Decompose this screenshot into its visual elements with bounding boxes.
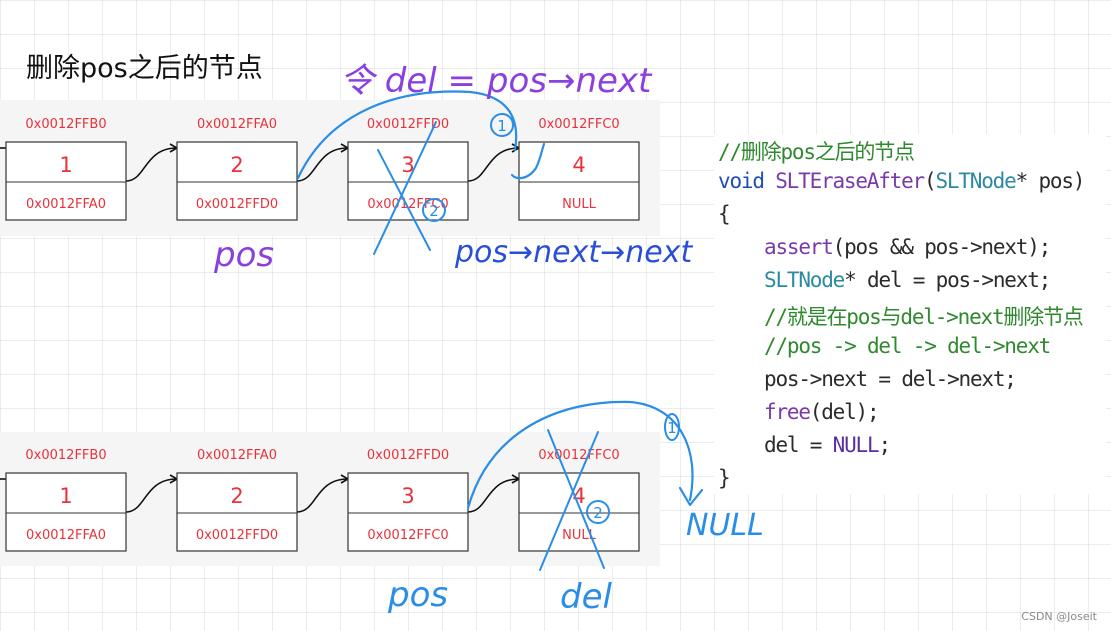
next-pointer-arrow xyxy=(467,147,520,182)
arc-arrow-bottom xyxy=(466,400,694,510)
param-rest: * pos) xyxy=(1015,169,1086,193)
node-next-pointer: 0x0012FFA0 xyxy=(26,528,106,543)
free-args: (del); xyxy=(809,400,880,424)
credit-watermark: CSDN @Joseit xyxy=(1021,610,1097,623)
list-node: 0x0012FFD0 3 0x0012FFC0 xyxy=(347,448,469,552)
null-macro: NULL xyxy=(832,433,880,457)
code-comment-chain: //pos -> del -> del->next xyxy=(764,334,1051,358)
node-value: 3 xyxy=(401,153,414,177)
code-null-assign: del = NULL; xyxy=(764,433,891,457)
node-address: 0x0012FFA0 xyxy=(197,448,277,463)
code-panel: //删除pos之后的节点 void SLTEraseAfter(SLTNode*… xyxy=(714,134,1106,494)
step-two-label-bottom: 2 xyxy=(593,504,603,522)
node-next-pointer: 0x0012FFD0 xyxy=(196,528,278,543)
del-formula: 令 del = pos→next xyxy=(340,61,653,101)
code-assert: assert(pos && pos->next); xyxy=(764,235,1052,259)
node-value: 4 xyxy=(572,484,585,508)
node-address: 0x0012FFD0 xyxy=(367,448,449,463)
list-node: 0x0012FFB0 1 0x0012FFA0 xyxy=(5,117,127,221)
bottom-annotations xyxy=(466,400,704,571)
assert-fn: assert xyxy=(764,235,834,259)
bottom-linked-list: 0x0012FFB010x0012FFA00x0012FFA020x0012FF… xyxy=(0,448,640,552)
node-box xyxy=(5,141,127,221)
del-label-bottom: del xyxy=(560,577,613,617)
code-line-1: //删除pos之后的节点 xyxy=(718,140,915,164)
arrow-tip-bottom xyxy=(678,486,704,507)
next-pointer-arrow xyxy=(296,147,349,182)
cross-line-a-top xyxy=(377,149,431,251)
node-address: 0x0012FFC0 xyxy=(538,117,619,132)
node-address: 0x0012FFC0 xyxy=(538,448,619,463)
pos-label-top: pos xyxy=(213,235,274,275)
node-box xyxy=(518,472,640,552)
step-one-label-bottom: 1 xyxy=(667,419,677,437)
code-del-decl: SLTNode* del = pos->next; xyxy=(764,268,1051,292)
node-next-pointer: NULL xyxy=(562,528,596,543)
list-node: 0x0012FFB0 1 0x0012FFA0 xyxy=(5,448,127,552)
cross-line-a-bottom xyxy=(547,429,605,569)
code-comment-explain: //就是在pos与del->next删除节点 xyxy=(764,305,1084,329)
step-one-circle-bottom xyxy=(664,413,680,441)
node-value: 3 xyxy=(401,484,414,508)
cross-line-b-top xyxy=(373,121,437,255)
node-address: 0x0012FFD0 xyxy=(367,117,449,132)
keyword-void: void xyxy=(718,169,765,193)
step-two-circle-top xyxy=(422,198,446,222)
node-value: 4 xyxy=(572,153,585,177)
param-type: SLTNode xyxy=(935,169,1016,193)
top-linked-list: 0x0012FFB010x0012FFA00x0012FFA020x0012FF… xyxy=(0,117,640,221)
node-value: 1 xyxy=(59,153,72,177)
arrow-tip-top xyxy=(510,142,546,180)
next-next-label: pos→next→next xyxy=(454,235,694,270)
node-box xyxy=(518,141,640,221)
node-address: 0x0012FFB0 xyxy=(25,117,106,132)
node-box xyxy=(176,472,298,552)
del-decl-rest: * del = pos->next; xyxy=(844,268,1051,292)
function-name: SLTEraseAfter xyxy=(775,169,925,193)
node-next-pointer: 0x0012FFC0 xyxy=(367,528,448,543)
null-label-bottom: NULL xyxy=(686,508,764,543)
pos-label-bottom: pos xyxy=(387,575,448,615)
code-comment-title: //删除pos之后的节点 xyxy=(718,136,915,166)
node-value: 2 xyxy=(230,484,243,508)
node-address: 0x0012FFB0 xyxy=(25,448,106,463)
node-box xyxy=(176,141,298,221)
node-box xyxy=(5,472,127,552)
null-assign-a: del = xyxy=(764,433,833,457)
top-annotations xyxy=(296,90,546,255)
node-value: 1 xyxy=(59,484,72,508)
del-type: SLTNode xyxy=(764,268,845,292)
next-pointer-arrow xyxy=(125,147,178,182)
step-two-circle-bottom xyxy=(586,500,610,524)
code-free: free(del); xyxy=(764,400,880,424)
null-assign-b: ; xyxy=(878,433,891,457)
arc-arrow-top xyxy=(296,90,518,180)
next-pointer-arrow xyxy=(467,478,520,513)
list-node: 0x0012FFA0 2 0x0012FFD0 xyxy=(176,448,298,552)
node-next-pointer: 0x0012FFD0 xyxy=(196,197,278,212)
assert-args: (pos && pos->next); xyxy=(832,235,1052,259)
code-signature: void SLTEraseAfter(SLTNode* pos) xyxy=(718,169,1086,193)
code-open-brace: { xyxy=(718,202,731,226)
list-node: 0x0012FFA0 2 0x0012FFD0 xyxy=(176,117,298,221)
node-next-pointer: 0x0012FFA0 xyxy=(26,197,106,212)
step-two-label-top: 2 xyxy=(429,202,439,220)
step-one-label-top: 1 xyxy=(497,117,507,135)
node-next-pointer: NULL xyxy=(562,197,596,212)
node-value: 2 xyxy=(230,153,243,177)
code-relink: pos->next = del->next; xyxy=(764,367,1017,391)
node-address: 0x0012FFA0 xyxy=(197,117,277,132)
node-box xyxy=(347,472,469,552)
page-title: 删除pos之后的节点 xyxy=(26,53,263,84)
free-fn: free xyxy=(764,400,811,424)
code-close-brace: } xyxy=(718,466,731,490)
cross-line-b-bottom xyxy=(539,431,599,571)
next-pointer-arrow xyxy=(296,478,349,513)
step-one-circle-top xyxy=(490,113,514,137)
next-pointer-arrow xyxy=(125,478,178,513)
